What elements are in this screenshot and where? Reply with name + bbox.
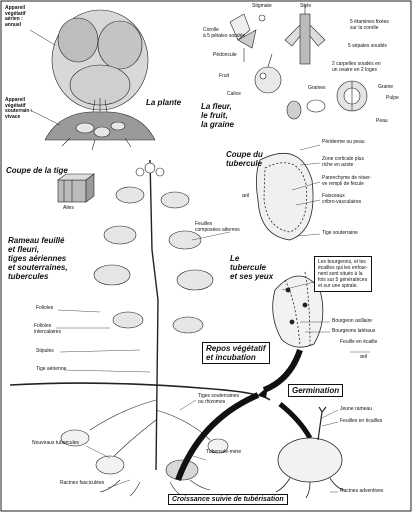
nouveaux-tubercules-label: Nouveaux tubercules — [32, 440, 79, 446]
plant-title: La plante — [146, 98, 182, 107]
tuber-section-drawing — [256, 152, 314, 241]
stem-section-drawing — [57, 173, 95, 203]
eyes-title: Le tubercule et ses yeux — [230, 254, 274, 281]
etamines-label: 5 étamines fixées sur la corolle — [350, 19, 389, 31]
aerial-label: Appareil végétatif aérien : annuel — [5, 5, 26, 28]
germinating-tuber-drawing — [275, 406, 345, 499]
tige-aerienne-label: Tige aérienne — [36, 366, 67, 372]
parenchyme-label: Parenchyme de réser- ve rempli de fécule — [322, 175, 372, 187]
folioles-intercalaires-label: Folioles intercalaires — [34, 323, 61, 335]
cycle-arrow-a — [262, 348, 303, 393]
germination-box: Germination — [288, 384, 344, 397]
underground-label: Appareil végétatif souterrain : vivace — [5, 97, 33, 120]
branch-title: Rameau feuillé et fleuri, tiges aérienne… — [8, 236, 68, 281]
whole-plant-drawing — [44, 9, 156, 151]
flower-title: La fleur, le fruit, la graine — [201, 102, 234, 129]
pulpe-label: Pulpe — [386, 95, 399, 101]
jeune-rameau-label: Jeune rameau — [340, 406, 372, 412]
calice-label: Calice — [227, 91, 241, 97]
stipules-label: Stipules — [36, 348, 54, 354]
branch-plant-drawing — [93, 159, 214, 471]
tige-souterraine-label: Tige souterraine — [322, 230, 358, 236]
periderme-label: Périderme ou peau — [322, 139, 365, 145]
tuber-cut-title: Coupe du tubercule — [226, 150, 263, 168]
feuilles-composees-label: Feuilles composées alternes — [195, 221, 240, 233]
oeil2-label: œil — [360, 354, 367, 360]
carpelles-label: 2 carpelles soudés en un ovaire en 2 log… — [332, 61, 381, 73]
pedoncule-label: Pédoncule — [213, 52, 237, 58]
cycle-arrow-c — [278, 402, 313, 440]
peau-label: Peau — [376, 118, 388, 124]
graine-label: Graine — [378, 84, 394, 90]
growth-box: Croissance suivie de tubérisation — [168, 494, 288, 505]
cycle-arrow-b — [175, 392, 260, 482]
tiges-souterraines-label: Tiges souterraines ou rhizomes — [198, 393, 239, 405]
feuilles-ecailles-label: Feuilles en écailles — [340, 418, 383, 424]
note-box: Les bourgeons, et les écailles qui les e… — [314, 256, 372, 292]
flower-section-drawing — [284, 4, 326, 65]
tuber-eyes-drawing — [272, 271, 324, 348]
stem-cut-title: Coupe de la tige — [6, 166, 68, 175]
flower-drawing — [229, 13, 266, 62]
faisceaux-label: Faisceaux cribro-vasculaires — [322, 193, 362, 205]
seed-drawings — [286, 80, 368, 120]
sepales-label: 5 sépales soudés — [348, 43, 387, 49]
bourgeon-axillaire-label: Bourgeon axillaire — [332, 318, 373, 324]
zone-corticale-label: Zone corticale plus riche en azote — [322, 156, 364, 168]
fruit-label: Fruit — [219, 73, 229, 79]
graines-label: Graines — [308, 85, 326, 91]
feuille-ecaille-label: Feuille en écaille — [340, 339, 378, 345]
style-label: Style — [300, 3, 312, 9]
corolle-label: Corolle à 5 pétales soudés — [203, 27, 245, 39]
rest-box: Repos végétatif et incubation — [202, 342, 270, 364]
fruit-drawing — [254, 53, 282, 94]
racines-fasciculees-label: Racines fasciculées — [60, 480, 105, 486]
ailes-label: Ailes — [63, 205, 74, 211]
oeil-label: œil — [242, 193, 249, 199]
bourgeons-lateraux-label: Bourgeons latéraux — [332, 328, 376, 334]
racines-adventives-label: Racines adventives — [340, 488, 384, 494]
tubercule-mere-label: Tubercule-mère — [206, 449, 242, 455]
folioles-label: Folioles — [36, 305, 54, 311]
stigmate-label: Stigmate — [252, 3, 272, 9]
